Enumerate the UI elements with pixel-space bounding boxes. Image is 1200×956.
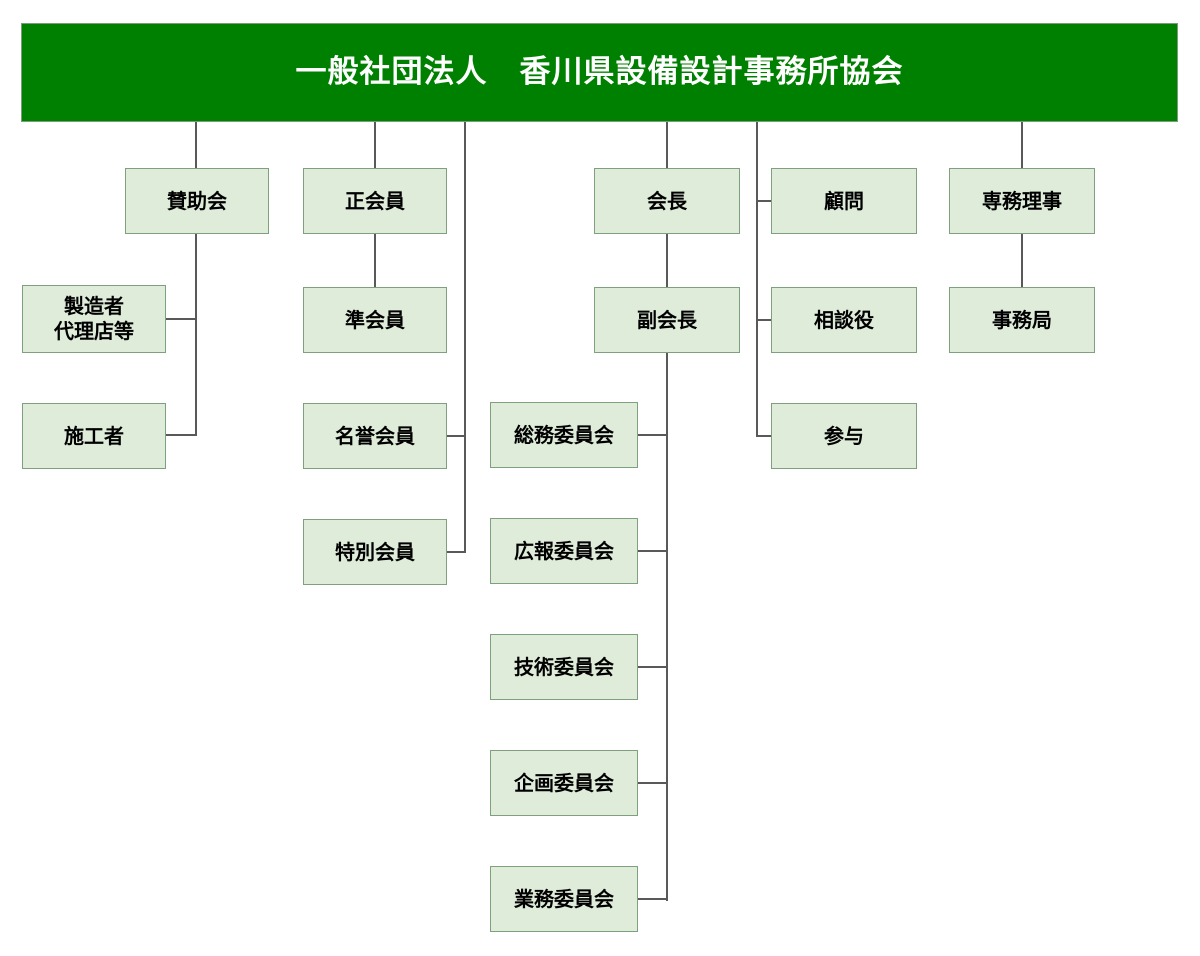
- connector-header-to-member-trunk: [464, 122, 466, 553]
- connector-header-to-kaicho: [666, 122, 668, 169]
- node-koho-iinkai[interactable]: 広報委員会: [490, 518, 638, 584]
- connector-sanjokai-trunk: [195, 234, 197, 436]
- connector-senmuriji-to-jimukyoku: [1021, 234, 1023, 287]
- node-fukukaicho[interactable]: 副会長: [594, 287, 740, 353]
- node-senmuriji[interactable]: 専務理事: [949, 168, 1095, 234]
- node-sodanyaku[interactable]: 相談役: [771, 287, 917, 353]
- node-seizosha-dairitenno[interactable]: 製造者 代理店等: [22, 285, 166, 353]
- connector-header-to-sanjokai: [195, 122, 197, 169]
- connector-kaicho-to-fukukaicho: [666, 234, 668, 287]
- chart-header: 一般社団法人 香川県設備設計事務所協会: [21, 23, 1178, 122]
- node-tokubetsukaiin[interactable]: 特別会員: [303, 519, 447, 585]
- connector-trunk-to-somu-iinkai: [637, 434, 668, 436]
- node-sanjokai[interactable]: 賛助会: [125, 168, 269, 234]
- connector-trunk-to-gyomu-iinkai: [637, 898, 668, 900]
- node-junkaiin[interactable]: 準会員: [303, 287, 447, 353]
- node-jimukyoku[interactable]: 事務局: [949, 287, 1095, 353]
- connector-sanjokai-to-seizosha: [164, 318, 197, 320]
- node-kaicho[interactable]: 会長: [594, 168, 740, 234]
- node-komon[interactable]: 顧問: [771, 168, 917, 234]
- node-gyomu-iinkai[interactable]: 業務委員会: [490, 866, 638, 932]
- connector-header-to-seikaiin: [374, 122, 376, 169]
- node-kikaku-iinkai[interactable]: 企画委員会: [490, 750, 638, 816]
- connector-seikaiin-to-junkaiin: [374, 234, 376, 287]
- connector-header-to-senmuriji: [1021, 122, 1023, 169]
- connector-trunk-to-meiyokaiin: [446, 435, 466, 437]
- connector-trunk-to-tokubetsukaiin: [446, 551, 466, 553]
- connector-trunk-to-sodanyaku: [756, 319, 773, 321]
- connector-trunk-to-koho-iinkai: [637, 550, 668, 552]
- node-gijutsu-iinkai[interactable]: 技術委員会: [490, 634, 638, 700]
- connector-trunk-to-komon: [756, 200, 773, 202]
- connector-header-to-advisor-trunk: [756, 122, 758, 436]
- node-somu-iinkai[interactable]: 総務委員会: [490, 402, 638, 468]
- connector-sanjokai-to-sekosha: [164, 434, 197, 436]
- node-seikaiin[interactable]: 正会員: [303, 168, 447, 234]
- connector-trunk-to-kikaku-iinkai: [637, 782, 668, 784]
- node-sekosha[interactable]: 施工者: [22, 403, 166, 469]
- connector-trunk-to-sanyo: [756, 435, 773, 437]
- node-meiyokaiin[interactable]: 名誉会員: [303, 403, 447, 469]
- connector-fukukaicho-committee-trunk: [666, 353, 668, 901]
- chart-title: 一般社団法人 香川県設備設計事務所協会: [295, 54, 904, 91]
- node-sanyo[interactable]: 参与: [771, 403, 917, 469]
- connector-trunk-to-gijutsu-iinkai: [637, 666, 668, 668]
